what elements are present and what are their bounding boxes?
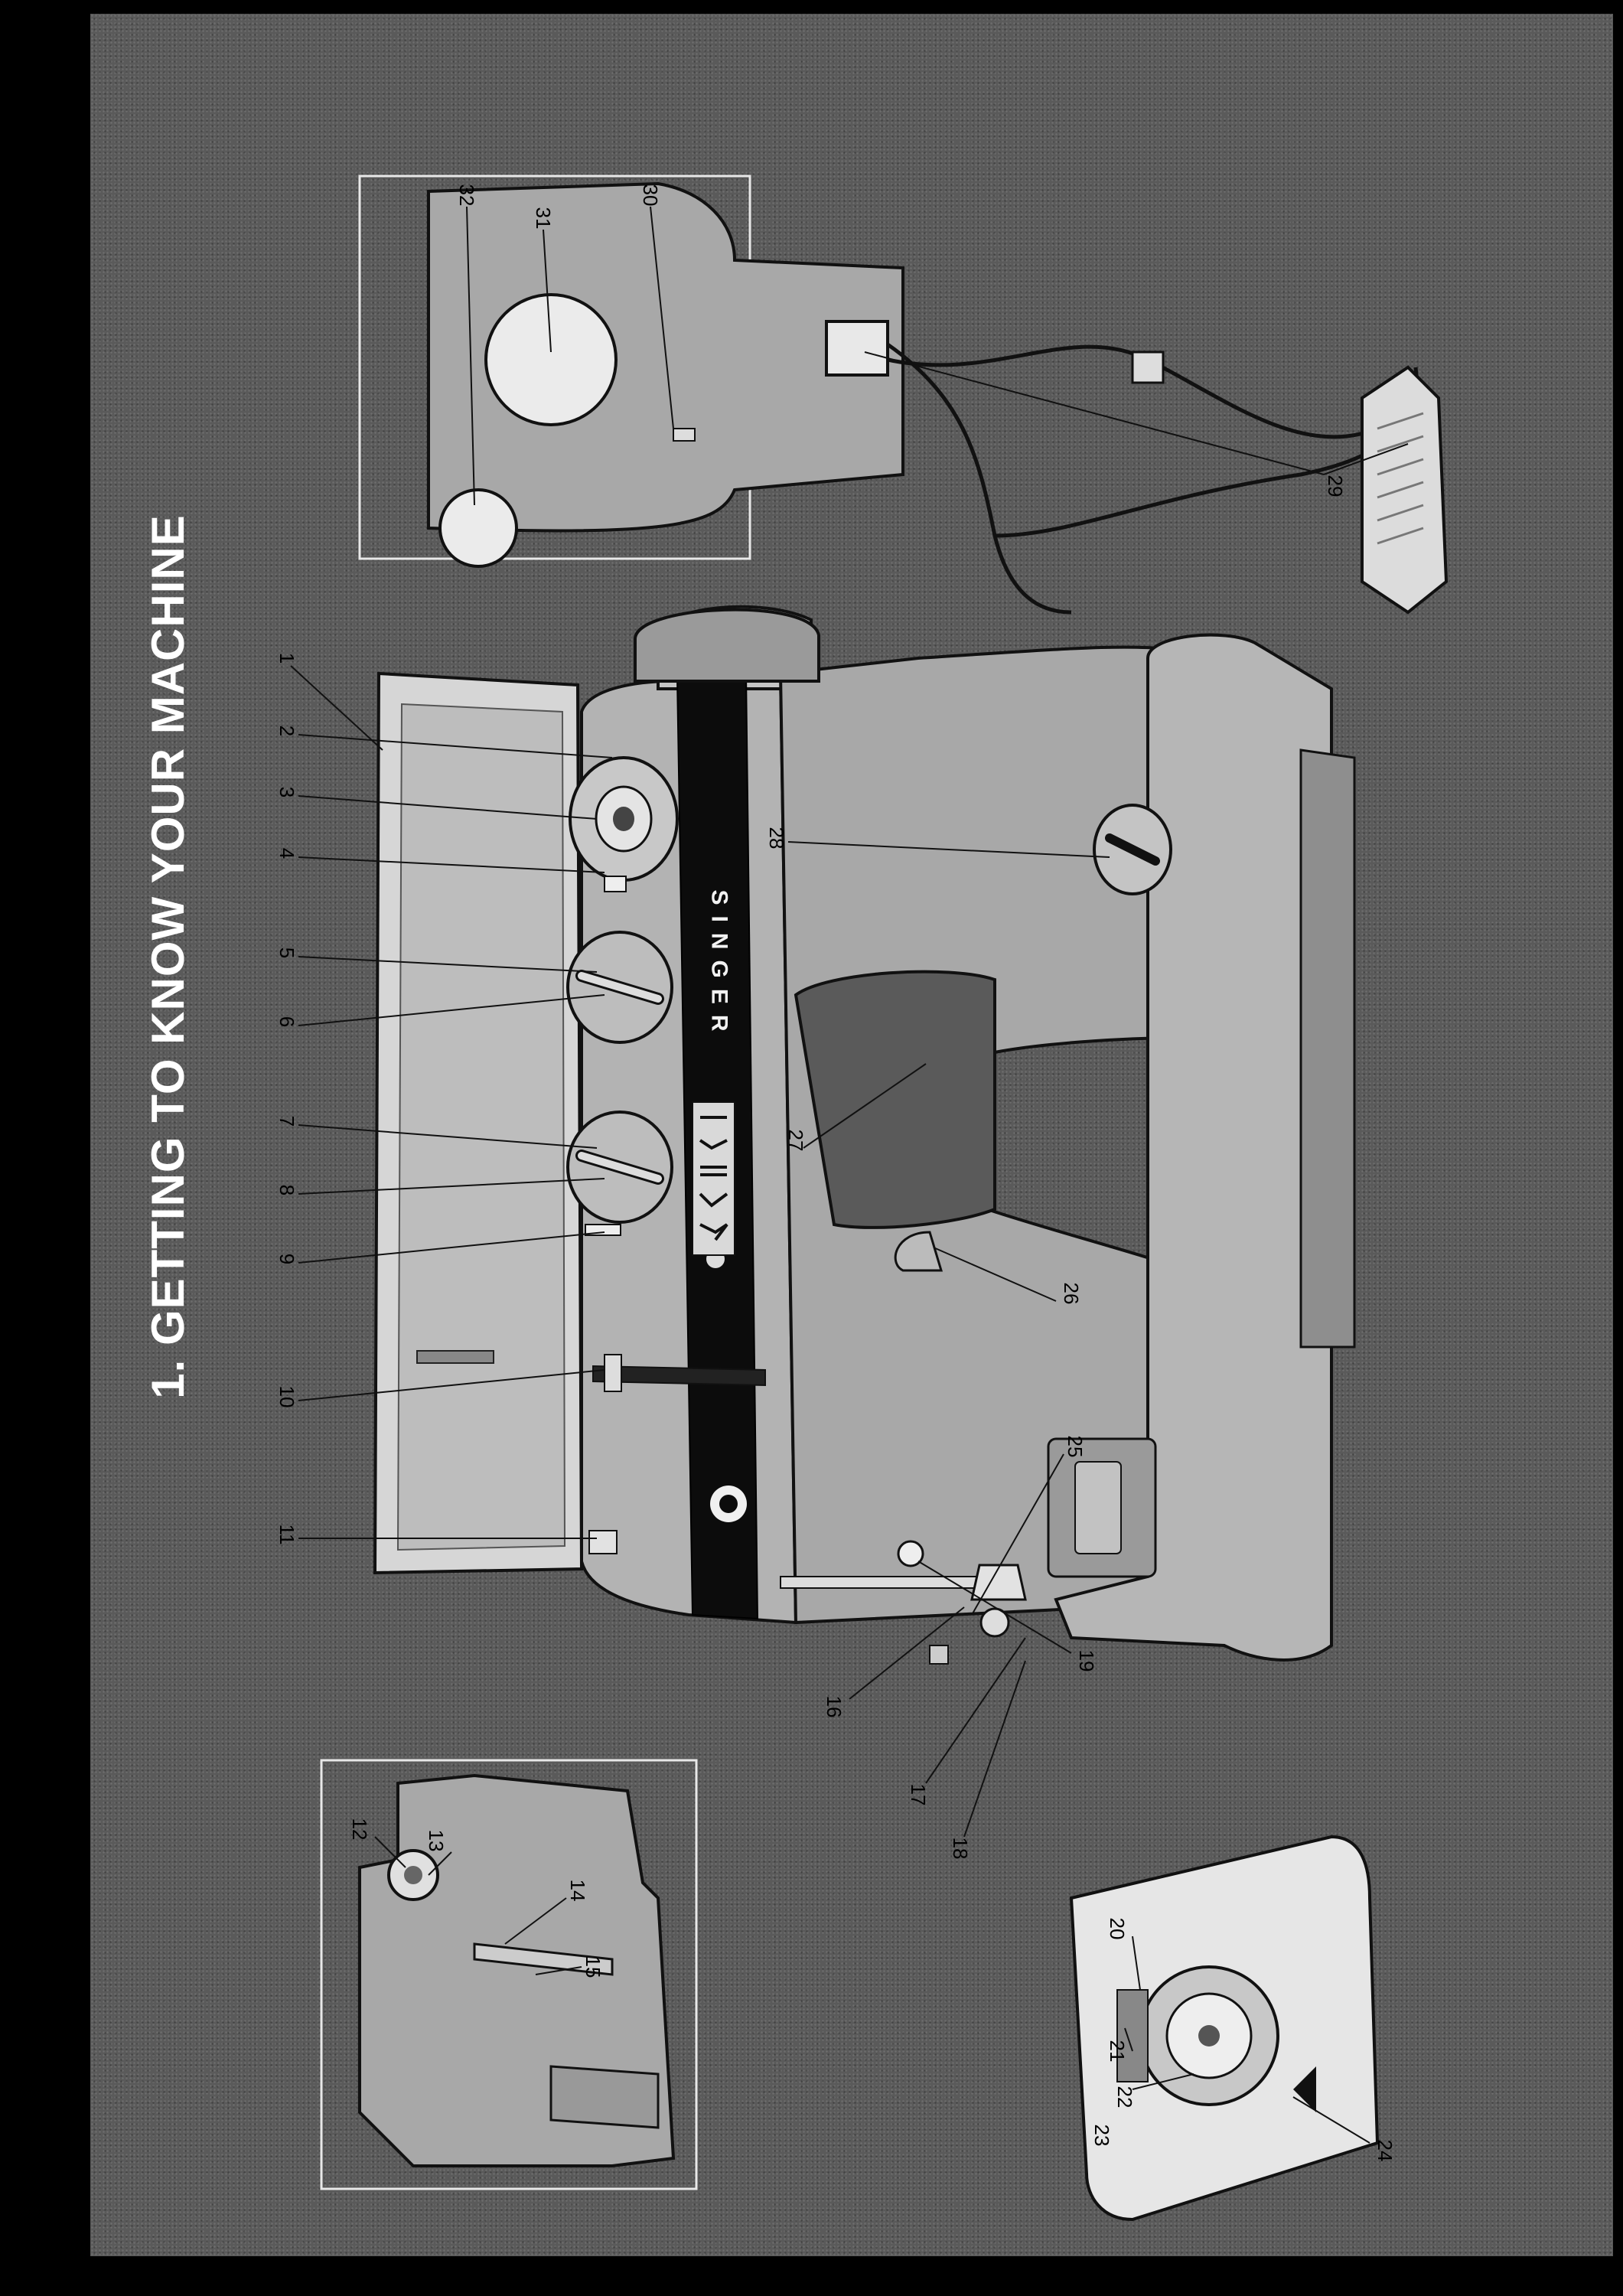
foot-control [1361, 365, 1449, 615]
callout-14: 14 [566, 1879, 589, 1902]
callout-1: 1 [275, 652, 298, 664]
lid-inner-shading [396, 703, 566, 1551]
callout-17: 17 [907, 1783, 930, 1806]
callout-3: 3 [275, 786, 298, 798]
brand-singer-label: SINGER [706, 889, 732, 1042]
cord-plug [1131, 351, 1165, 384]
callout-19: 19 [1075, 1649, 1098, 1672]
callout-24: 24 [1374, 2139, 1396, 2162]
feed-dog [1116, 1989, 1149, 2082]
base-bottom [1299, 748, 1356, 1349]
page-title: 1. GETTING TO KNOW YOUR MACHINE [142, 514, 194, 1399]
rear-switch [673, 428, 696, 442]
callout-28: 28 [765, 827, 788, 850]
callout-9: 9 [275, 1253, 298, 1265]
callout-20: 20 [1106, 1917, 1129, 1940]
callout-32: 32 [455, 184, 478, 207]
callout-31: 31 [532, 207, 555, 230]
thread-guide [604, 1354, 622, 1392]
callout-23: 23 [1090, 2124, 1113, 2147]
callout-6: 6 [275, 1016, 298, 1028]
tension-dial [588, 1530, 618, 1554]
presser-mechanism [358, 1773, 676, 2167]
callout-2: 2 [275, 725, 298, 737]
callout-26: 26 [1060, 1282, 1083, 1305]
slide-plate [1074, 1461, 1122, 1554]
callout-7: 7 [275, 1115, 298, 1127]
callout-25: 25 [1064, 1435, 1087, 1458]
callout-18: 18 [949, 1837, 972, 1860]
sewing-machine [373, 605, 1356, 1665]
machine-base [1054, 633, 1333, 1662]
callout-11: 11 [275, 1524, 298, 1545]
presser-foot [970, 1564, 1027, 1601]
plate-arrow-icon [1293, 2066, 1316, 2112]
callout-12: 12 [348, 1818, 371, 1841]
take-up-lever-slot [592, 1365, 766, 1387]
lid-slot [416, 1350, 494, 1364]
callout-5: 5 [275, 947, 298, 959]
bobbin-case-side [549, 2065, 660, 2129]
power-connector [825, 320, 889, 377]
foot-control-ridges [1377, 412, 1424, 545]
callout-10: 10 [275, 1385, 298, 1408]
needle-plate-detail [1069, 1835, 1380, 2222]
presser-foot-inset-frame [320, 1759, 698, 2190]
stitch-patterns [699, 1116, 728, 1241]
callout-8: 8 [275, 1184, 298, 1196]
arm-opening [794, 970, 996, 1229]
callout-15: 15 [582, 1955, 605, 1978]
control-dials [566, 756, 766, 1554]
clutch-knob [438, 488, 518, 568]
presser-foot-screw [979, 1607, 1010, 1638]
winder-stop-latch [604, 876, 627, 892]
callout-13: 13 [425, 1829, 448, 1852]
rear-view-machine [427, 181, 904, 568]
needle-clamp-screw [897, 1540, 924, 1567]
handwheel [634, 608, 820, 683]
callout-27: 27 [784, 1129, 807, 1152]
handwheel-rear [484, 293, 618, 426]
stitch-length-dial [894, 1231, 943, 1272]
callout-29: 29 [1324, 475, 1347, 497]
callout-16: 16 [823, 1695, 846, 1718]
callout-4: 4 [275, 847, 298, 859]
callout-30: 30 [639, 184, 662, 207]
thread-cutter [929, 1645, 949, 1665]
callout-lines [290, 206, 1409, 2144]
